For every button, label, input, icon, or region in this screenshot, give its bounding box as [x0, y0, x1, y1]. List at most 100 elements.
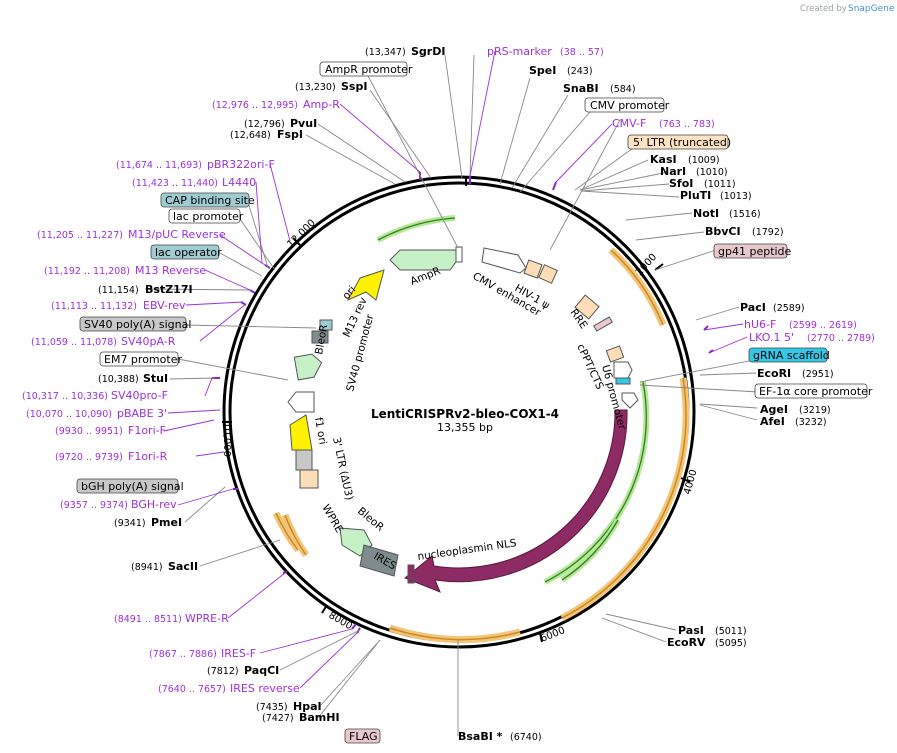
enzyme-name: StuI	[143, 372, 168, 385]
enzyme-name: KasI	[650, 153, 677, 166]
box-label: gp41 peptide	[713, 243, 792, 259]
enzyme-pos: (584)	[610, 84, 636, 95]
enzyme-name: PaqCI	[244, 664, 279, 677]
enzyme-pos: (10,388)	[98, 374, 139, 385]
svg-text:gRNA scaffold: gRNA scaffold	[753, 349, 830, 362]
enzyme-pos: (1013)	[720, 191, 752, 202]
primer-pos: (7867 .. 7886)	[149, 649, 217, 660]
primer-pos: (763 .. 783)	[659, 119, 715, 130]
enzyme-pos: (1011)	[704, 179, 736, 190]
enzyme-pos: (11,154)	[98, 285, 139, 296]
enzyme-name: BsaBI *	[458, 730, 503, 743]
primer-name: SV40pro-F	[111, 389, 168, 402]
primer-pos: (2770 .. 2789)	[807, 333, 875, 344]
box-label: 5' LTR (truncated)	[627, 134, 731, 150]
enzyme-name: SspI	[341, 80, 367, 93]
svg-text:CAP binding site: CAP binding site	[165, 194, 255, 207]
primer-name: pBR322ori-F	[207, 158, 275, 171]
enzyme-name: SnaBI	[563, 82, 599, 95]
svg-text:EF-1α core promoter: EF-1α core promoter	[759, 385, 873, 398]
enzyme-name: PasI	[678, 624, 704, 637]
primer-name: SV40pA-R	[121, 335, 176, 348]
primer-name: CMV-F	[612, 117, 646, 130]
svg-text:lac operator: lac operator	[155, 246, 222, 259]
primer-name: IRES-F	[221, 647, 256, 660]
tick-label: 6000	[539, 625, 567, 645]
primer-name: hU6-F	[744, 318, 776, 331]
primer-pos: (10,317 .. 10,336)	[22, 391, 108, 402]
enzyme-name: BstZ17I	[145, 283, 193, 296]
enzyme-pos: (5095)	[715, 638, 747, 649]
primer-name: WPRE-R	[185, 612, 229, 625]
svg-text:FLAG: FLAG	[349, 730, 378, 743]
outer-feature-arcs	[272, 247, 690, 644]
box-label: CMV promoter	[584, 97, 670, 113]
box-label: FLAG	[344, 728, 381, 744]
feature-label: 3' LTR (ΔU3)	[330, 436, 355, 501]
credit-brand: SnapGene	[848, 4, 895, 14]
box-label: CAP binding site	[160, 192, 255, 208]
enzyme-pos: (2589)	[773, 303, 805, 314]
svg-text:AmpR promoter: AmpR promoter	[325, 63, 413, 76]
primer-name: F1ori-F	[128, 424, 166, 437]
enzyme-name: PvuI	[290, 117, 317, 130]
enzyme-name: SfoI	[669, 177, 693, 190]
enzyme-name: NarI	[660, 165, 686, 178]
enzyme-pos: (1792)	[752, 227, 784, 238]
feature-label: nucleoplasmin NLS	[417, 537, 518, 563]
enzyme-pos: (243)	[567, 66, 593, 77]
backbone-outer-ring	[222, 175, 696, 649]
tick-label: 10,000	[221, 422, 232, 457]
enzyme-pos: (12,796)	[244, 119, 285, 130]
box-label: AmpR promoter	[319, 61, 413, 77]
box-label: bGH poly(A) signal	[76, 478, 184, 494]
enzyme-name: FspI	[277, 128, 303, 141]
primer-name: IRES reverse	[230, 682, 300, 695]
box-label: gRNA scaffold	[748, 347, 830, 363]
primer-name: M13 Reverse	[135, 264, 206, 277]
enzyme-pos: (13,347)	[365, 47, 406, 58]
primer-pos: (11,192 .. 11,208)	[44, 266, 130, 277]
svg-text:gp41 peptide: gp41 peptide	[718, 245, 792, 258]
enzyme-pos: (2951)	[802, 369, 834, 380]
enzyme-pos: (7435)	[256, 702, 288, 713]
primer-pos: (9357 .. 9374)	[60, 500, 128, 511]
primer-pos: (11,113 .. 11,132)	[51, 301, 137, 312]
svg-text:5' LTR (truncated): 5' LTR (truncated)	[633, 136, 731, 149]
credit-prefix: Created by	[800, 4, 847, 14]
leader-lines	[144, 54, 781, 736]
primer-pos: (12,976 .. 12,995)	[212, 100, 298, 111]
enzyme-pos: (1516)	[729, 209, 761, 220]
box-label: EM7 promoter	[99, 351, 182, 367]
enzyme-pos: (1009)	[688, 155, 720, 166]
enzyme-name: EcoRI	[757, 367, 791, 380]
primer-pos: (8491 .. 8511)	[114, 614, 182, 625]
feature-label: WPRE	[319, 503, 345, 536]
svg-text:SV40 poly(A) signal: SV40 poly(A) signal	[84, 318, 191, 331]
primer-name: F1ori-R	[128, 450, 168, 463]
primer-pos: (11,423 .. 11,440)	[132, 178, 218, 189]
primer-name: BGH-rev	[131, 498, 177, 511]
enzyme-pos: (8941)	[131, 562, 163, 573]
box-label: lac operator	[150, 244, 222, 260]
enzyme-pos: (9341)	[114, 518, 146, 529]
enzyme-name: PacI	[740, 301, 766, 314]
enzyme-name: BbvCI	[705, 225, 741, 238]
primer-pos: (38 .. 57)	[560, 47, 604, 58]
primer-name: EBV-rev	[143, 299, 186, 312]
ruler-ticks	[222, 178, 691, 643]
primer-name: Amp-R	[303, 98, 340, 111]
tick-label: 2000	[634, 252, 659, 278]
cas9-arrow	[404, 409, 628, 593]
enzyme-pos: (7427)	[262, 713, 294, 724]
enzyme-name: HpaI	[293, 700, 322, 713]
svg-text:CMV promoter: CMV promoter	[590, 99, 670, 112]
primer-leader-lines	[163, 50, 748, 689]
primer-name: M13/pUC Reverse	[128, 228, 226, 241]
inner-features	[287, 246, 639, 584]
enzyme-pos: (6740)	[510, 732, 542, 743]
primer-pos: (10,070 .. 10,090)	[26, 409, 112, 420]
primer-pos: (2599 .. 2619)	[789, 320, 857, 331]
enzyme-pos: (7812)	[207, 666, 239, 677]
enzyme-pos: (1010)	[696, 167, 728, 178]
